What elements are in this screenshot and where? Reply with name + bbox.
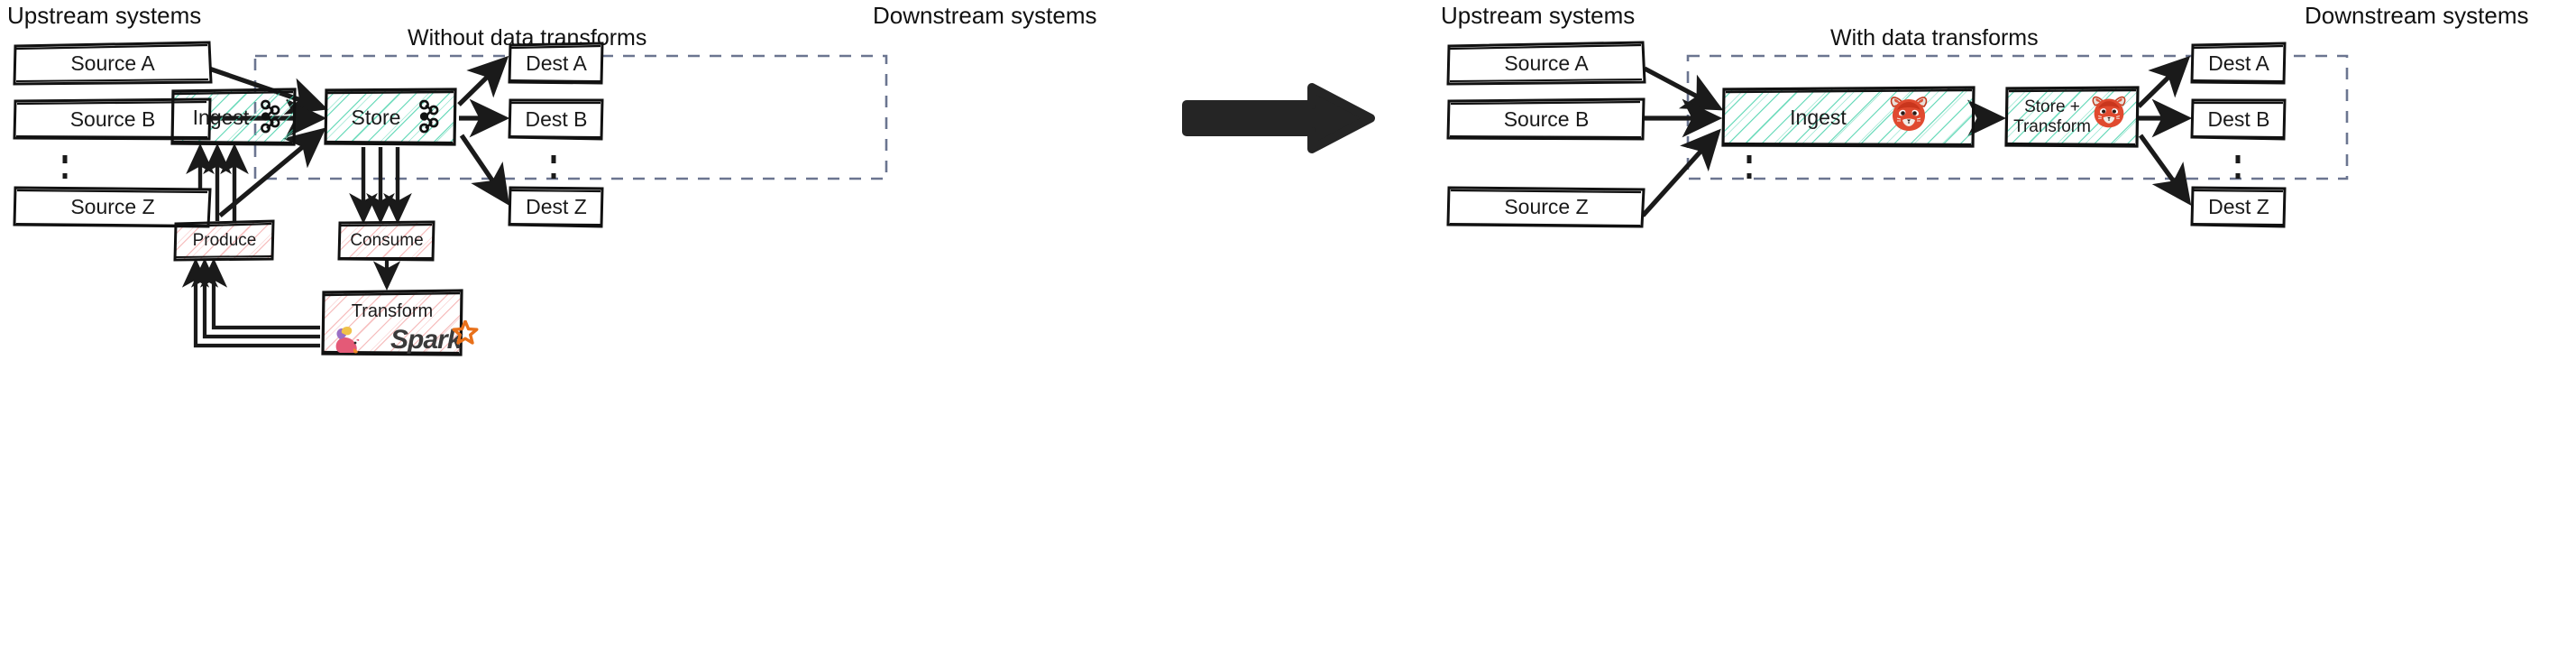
pipeline-box-store-left[interactable]: Store [323, 87, 458, 148]
dest-box-b-left-label: Dest B [525, 106, 588, 131]
arrow-store-dest-z-right [2138, 134, 2192, 206]
source-box-b-right-label: Source B [1503, 106, 1590, 131]
source-box-a-right[interactable]: Source A [1446, 41, 1646, 86]
dest-box-b-right-label: Dest B [2207, 106, 2270, 131]
arrow-store-dest-a-left [457, 55, 509, 106]
spark-star-icon [452, 320, 479, 345]
source-box-a-left-label: Source A [70, 51, 155, 75]
dest-box-b-left[interactable]: Dest B [508, 97, 605, 142]
source-box-b-right[interactable]: Source B [1446, 97, 1646, 142]
external-box-transform[interactable]: Transform Spark [320, 289, 479, 358]
redpanda-icon [1890, 97, 1928, 131]
kafka-icon [261, 99, 280, 134]
arrow-source-z-ingest-right [1641, 128, 1721, 217]
arrow-source-z-ingest-left [218, 127, 326, 218]
pipeline-box-ingest-right[interactable]: Ingest [1720, 85, 1977, 150]
redpanda-icon [2092, 96, 2126, 128]
arrow-store-dest-a-right [2137, 55, 2191, 108]
panel-title-right: With data transforms [1830, 25, 2039, 51]
dest-box-a-right[interactable]: Dest A [2190, 41, 2287, 86]
external-box-consume[interactable]: Consume [337, 219, 436, 263]
source-box-z-left[interactable]: Source Z [13, 184, 213, 229]
dest-box-z-left-label: Dest Z [526, 194, 587, 218]
dest-box-a-right-label: Dest A [2208, 51, 2269, 75]
arrow-source-a-ingest-right [1643, 66, 1724, 111]
spark-wordmark: Spark [390, 325, 462, 355]
pipeline-box-ingest-right-label: Ingest [1790, 105, 1847, 129]
dest-box-z-left[interactable]: Dest Z [508, 184, 605, 229]
arrow-transform-produce-3 [181, 257, 320, 348]
external-box-consume-label: Consume [350, 231, 424, 251]
external-box-produce-label: Produce [192, 231, 257, 251]
kafka-icon [419, 99, 439, 134]
arrow-transform-produce-2 [190, 257, 320, 339]
dest-box-a-left-label: Dest A [526, 51, 587, 75]
platform-boundary-left [253, 54, 888, 180]
transition-arrow [1182, 83, 1375, 153]
pipeline-box-store-transform-right-label: Store + Transform [2013, 97, 2091, 136]
source-box-b-left-label: Source B [69, 106, 156, 131]
source-box-a-left[interactable]: Source A [13, 41, 213, 86]
source-box-b-left[interactable]: Source B [13, 97, 213, 142]
upstream-systems-header-left: Upstream systems [7, 2, 202, 29]
spark-icon: Spark [390, 320, 479, 356]
upstream-systems-header-right: Upstream systems [1441, 2, 1636, 29]
downstream-systems-header-right: Downstream systems [2305, 2, 2529, 29]
source-box-z-right-label: Source Z [1504, 194, 1589, 218]
arrow-store-dest-z-left [459, 134, 510, 207]
pipeline-box-ingest-left-label: Ingest [192, 105, 250, 129]
pipeline-box-ingest-left[interactable]: Ingest [170, 87, 298, 148]
dest-box-a-left[interactable]: Dest A [508, 41, 605, 86]
flink-icon [335, 327, 360, 354]
source-box-z-right[interactable]: Source Z [1446, 184, 1646, 229]
external-box-transform-label: Transform [351, 301, 434, 321]
pipeline-box-store-left-label: Store [351, 105, 401, 129]
dest-box-z-right[interactable]: Dest Z [2190, 184, 2287, 229]
dest-box-b-right[interactable]: Dest B [2190, 97, 2287, 142]
pipeline-box-store-transform-right[interactable]: Store + Transform [2003, 85, 2141, 150]
downstream-systems-header-left: Downstream systems [873, 2, 1097, 29]
arrow-transform-produce-1 [199, 257, 320, 330]
external-box-produce[interactable]: Produce [173, 219, 276, 263]
dest-box-z-right-label: Dest Z [2208, 194, 2269, 218]
source-box-a-right-label: Source A [1504, 51, 1589, 75]
source-box-z-left-label: Source Z [70, 194, 155, 218]
